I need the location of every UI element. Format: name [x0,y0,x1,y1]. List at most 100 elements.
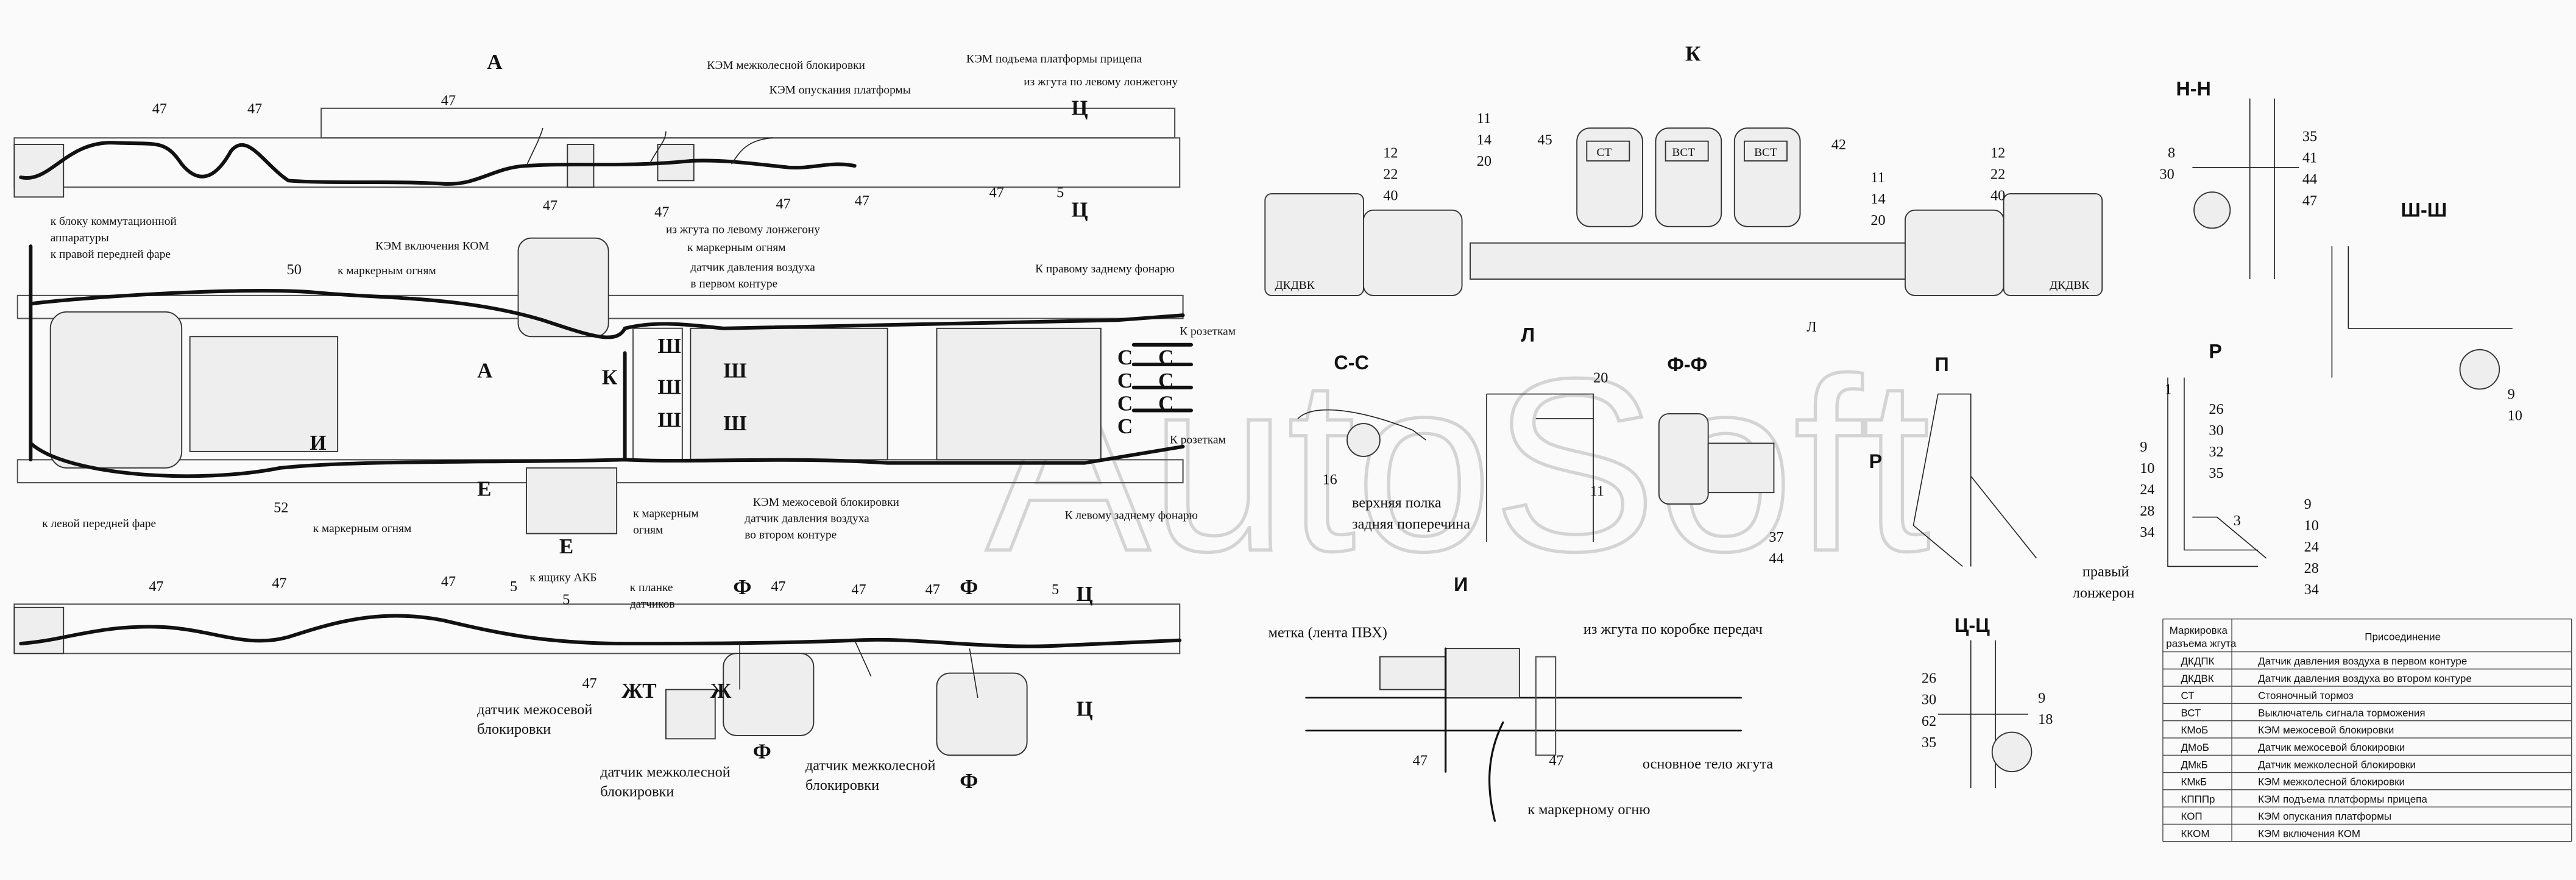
label-view-p-right-rail-1: правый [2082,564,2129,580]
label-view-r-right-nums-3: 28 [2304,560,2319,577]
callout-47: 47 [851,581,866,598]
callout-5: 5 [1056,184,1064,200]
label-view-r-pos-3: 3 [2234,513,2241,529]
label-chassis-kem-interaxle: КЭМ межосевой блокировки [753,496,899,509]
label-view-k-conn-right: ДКДВК [2050,279,2089,292]
table-cell-mark: КОП [2181,811,2203,822]
label-view-nn-left-nums-0: 8 [2168,145,2175,161]
label-view-p-right-rail-2: лонжерон [2073,585,2135,601]
label-view-shsh-nums-0: 9 [2508,386,2515,403]
chassis-plan-drawing [16,237,1194,534]
table-cell-connection: Датчик давления воздуха в первом контуре [2258,656,2467,667]
label-view-e-section-c: Ц [1076,582,1092,606]
view-a-title: А [487,50,503,74]
label-view-r-left-nums-1: 10 [2140,460,2154,477]
label-chassis-pressure-sensor-2b: во втором контуре [745,529,837,542]
label-view-k-right-nums-0: 12 [1990,145,2005,161]
section-cc-title: С-С [1334,352,1368,374]
view-a-drawing [13,107,1181,198]
section-ref-c: С [1117,414,1133,438]
label-view-a-from-left-rail-2: из жгута по левому лонжегону [666,224,820,236]
label-view-i-pos-47: 47 [1549,752,1563,768]
callout-47: 47 [543,197,557,214]
label-view-tsts-left-nums-1: 30 [1922,692,1936,708]
label-view-r-top-nums-2: 32 [2209,444,2223,460]
view-i-title: И [1454,573,1468,595]
section-ref-c: С [1117,392,1133,416]
section-ref-c: С [1158,369,1173,392]
label-view-e-to-sensor-bar-1: к планке [630,581,673,594]
label-chassis-ref-a: А [477,359,493,383]
table-cell-mark: СТ [2181,690,2195,701]
label-view-e-section-f: Ф [960,575,978,599]
label-view-tsts-left-nums-2: 62 [1922,713,1936,729]
table-cell-connection: Датчик межосевой блокировки [2258,742,2405,753]
callout-47: 47 [989,184,1004,200]
table-cell-connection: КЭМ подъема платформы прицепа [2258,793,2427,805]
label-view-shsh-nums-1: 10 [2508,408,2522,424]
label-view-cc-pos-16: 16 [1323,472,1337,488]
label-view-e-interwheel-sensor-1: датчик межколесной [600,764,731,780]
table-cell-connection: КЭМ включения КОМ [2258,828,2360,839]
label-view-k-pos-42: 42 [1831,137,1846,153]
label-chassis-to-left-headlight: к левой передней фаре [42,517,156,530]
label-view-e-section-f: Ф [733,575,751,599]
table-cell-mark: КМоБ [2181,725,2209,736]
table-cell-connection: Датчик межколесной блокировки [2258,759,2416,770]
callout-47: 47 [855,193,869,209]
label-chassis-ref-k: К [602,365,618,389]
table-cell-connection: Выключатель сигнала торможения [2258,707,2425,719]
section-ref-sh: Ш [723,359,746,383]
view-k-title: К [1685,42,1701,66]
section-ref-sh: Ш [657,375,681,399]
table-cell-connection: КЭМ опускания платформы [2258,811,2391,822]
callout-47: 47 [247,101,262,117]
label-view-ff-pos-37: 37 [1769,529,1783,545]
table-cell-mark: ДМоБ [2181,742,2209,753]
table-cell-mark: КМкБ [2181,776,2207,788]
section-l-title: Л [1521,324,1535,346]
label-view-r-right-nums-0: 9 [2304,496,2312,513]
label-view-cc-upper-shelf: верхняя полка [1352,494,1442,511]
label-view-r-right-nums-4: 34 [2304,581,2319,598]
connector-table [2162,618,2572,842]
section-ref-sh: Ш [657,334,681,358]
label-view-r-left-nums-4: 34 [2140,524,2154,541]
label-view-e-pos-5: 5 [510,578,517,595]
table-cell-connection: КЭМ межколесной блокировки [2258,776,2405,788]
callout-47: 47 [582,675,597,692]
label-chassis-to-marker-lights-3: к маркерным огням [313,522,412,535]
view-e-title: Е [559,534,573,558]
label-chassis-pressure-sensor-1b: в первом контуре [690,277,777,290]
label-chassis-to-switch-block-2: аппаратуры [51,232,109,244]
label-view-k-mid-nums-1: 14 [1477,132,1491,148]
label-view-e-interaxle-sensor-1: датчик межосевой [477,701,592,718]
label-view-e-pos-5: 5 [1052,581,1059,598]
label-view-e-to-sensor-bar-2: датчиков [630,598,675,611]
table-cell-mark: ДМкБ [2181,759,2208,770]
label-view-e-pos-5: 5 [562,591,570,608]
label-view-l-pos-20: 20 [1593,370,1608,386]
label-chassis-pos-52: 52 [274,500,288,516]
label-view-i-to-marker: к маркерному огню [1527,801,1650,818]
label-view-e-to-battery-box: к ящику АКБ [529,572,596,584]
callout-47: 47 [441,92,456,108]
label-view-r-left-nums-3: 28 [2140,503,2154,519]
label-view-k-conn-vst1: ВСТ [1672,146,1695,159]
label-view-tsts-left-nums-0: 26 [1922,670,1936,687]
label-chassis-pos-50: 50 [287,261,302,278]
callout-47: 47 [776,196,790,212]
view-e-drawing [13,603,1182,756]
label-view-e-label-zh: Ж [710,679,732,703]
section-ref-c: С [1117,346,1133,369]
label-view-e-interwheel-sensor-1: датчик межколесной [805,758,936,774]
label-view-i-pos-47: 47 [1413,752,1428,768]
label-chassis-to-left-rear-lamp: К левому заднему фонарю [1065,509,1198,522]
section-tsts-title: Ц-Ц [1955,614,1990,636]
callout-47: 47 [441,573,456,590]
label-view-nn-left-nums-1: 30 [2160,166,2174,183]
label-view-k-mid-nums-0: 11 [1870,169,1884,186]
label-chassis-to-marker-lights-4b: огням [633,524,663,537]
table-header-connection: Присоединение [2365,631,2441,643]
table-cell-connection: Стояночный тормоз [2258,690,2354,701]
